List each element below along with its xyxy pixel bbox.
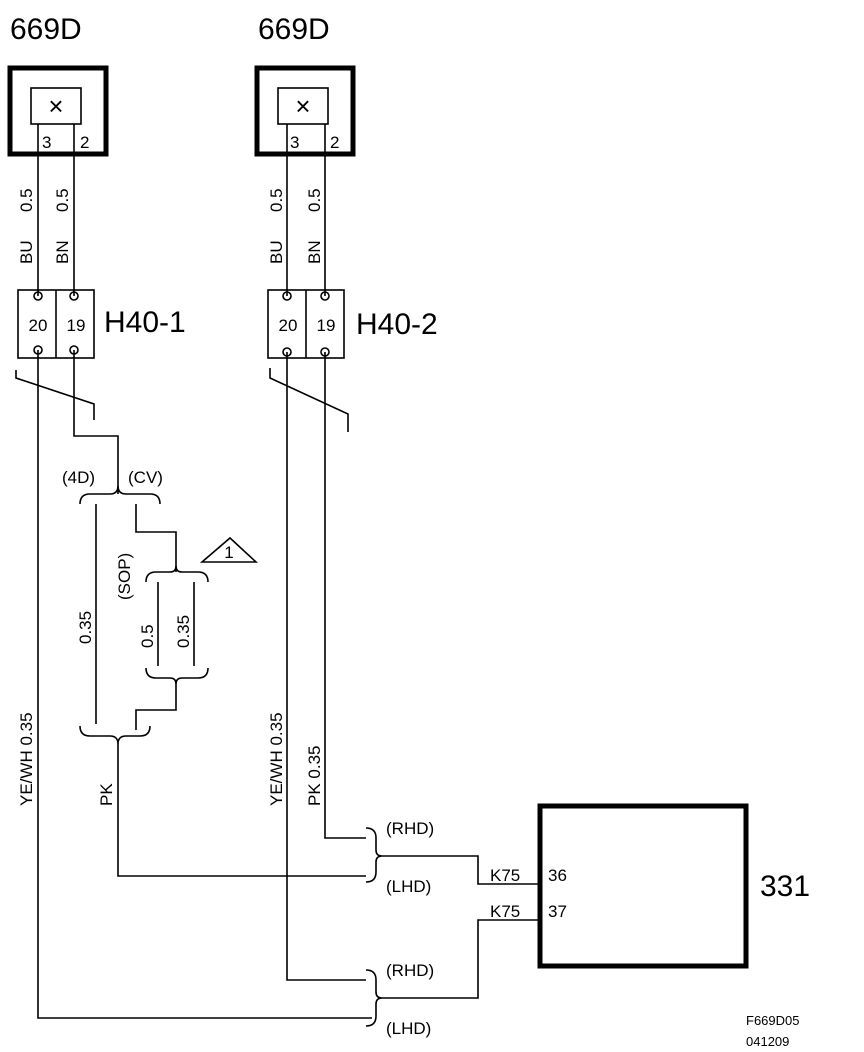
k75-label-a: K75 (490, 866, 520, 885)
left-component-box (7, 65, 109, 157)
h40-1-pin-19: 19 (67, 316, 86, 335)
h40-2-label: H40-2 (356, 308, 438, 341)
pk-wire-label: PK (97, 783, 116, 806)
variant-lhd-2: (LHD) (386, 1019, 431, 1038)
pin-37: 37 (548, 902, 567, 921)
right-wire-size-b: 0.5 (305, 188, 324, 212)
variant-rhd-2: (RHD) (386, 961, 434, 980)
left-component-symbol-box (30, 87, 82, 125)
warning-triangle-icon (199, 536, 259, 563)
h40-2-pin-19: 19 (317, 316, 336, 335)
right-wire-color-b: BN (305, 240, 324, 264)
left-wire-color-a: BU (17, 240, 36, 264)
variant-lhd-1: (LHD) (386, 877, 431, 896)
right-component-symbol: × (295, 91, 310, 121)
h40-1-pin-20: 20 (29, 316, 48, 335)
left-component-label: 669D (10, 13, 82, 46)
right-component-symbol-box (277, 87, 329, 125)
left-pin-3: 3 (42, 133, 51, 152)
right-long-wire-label-b: PK 0.35 (305, 746, 324, 807)
left-wire-size-b: 0.5 (53, 188, 72, 212)
right-component-box (254, 65, 356, 157)
k75-label-b: K75 (490, 902, 520, 921)
pin-36: 36 (548, 866, 567, 885)
right-pin-3: 3 (290, 133, 299, 152)
h40-2-pin-20: 20 (279, 316, 298, 335)
mid-wire-label-0-35: 0.35 (76, 611, 95, 644)
sop-wire-label-0-35: 0.35 (174, 615, 193, 648)
right-pin-2: 2 (330, 133, 339, 152)
variant-sop: (SOP) (115, 553, 134, 600)
left-long-wire-label: YE/WH 0.35 (17, 712, 36, 806)
control-unit-331-box (537, 803, 749, 969)
right-component-label: 669D (258, 13, 330, 46)
left-component-symbol: × (48, 91, 63, 121)
variant-cv: (CV) (128, 468, 163, 487)
right-long-wire-label-a: YE/WH 0.35 (267, 712, 286, 806)
variant-rhd-1: (RHD) (386, 819, 434, 838)
left-wire-color-b: BN (53, 240, 72, 264)
right-wire-size-a: 0.5 (267, 188, 286, 212)
variant-4d: (4D) (62, 468, 95, 487)
right-wire-color-a: BU (267, 240, 286, 264)
date-code: 041209 (746, 1034, 789, 1049)
note-number: 1 (224, 543, 233, 562)
sop-wire-label-0-5: 0.5 (138, 624, 157, 648)
control-unit-331-label: 331 (760, 870, 810, 903)
left-pin-2: 2 (80, 133, 89, 152)
h40-1-label: H40-1 (104, 306, 186, 339)
figure-id: F669D05 (746, 1013, 799, 1028)
left-wire-size-a: 0.5 (17, 188, 36, 212)
